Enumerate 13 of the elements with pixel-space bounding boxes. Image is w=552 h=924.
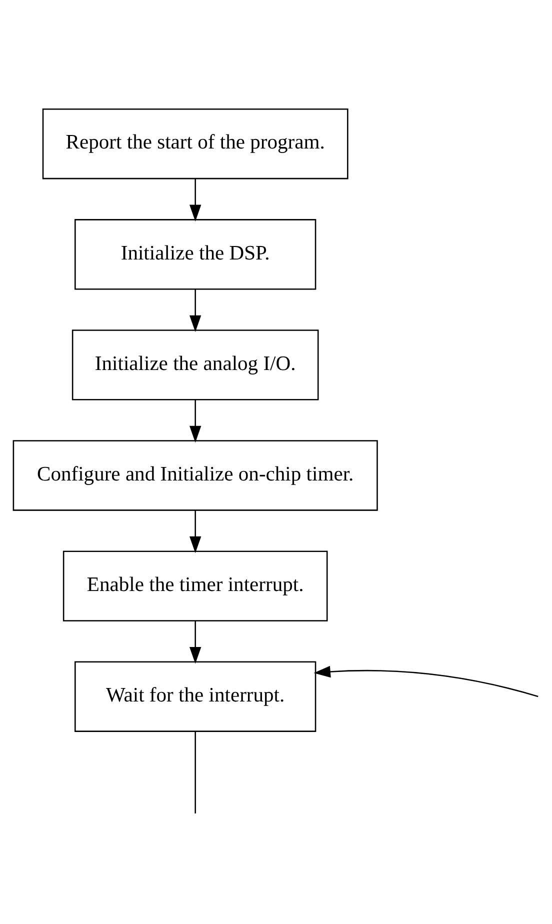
- arrow: [189, 510, 202, 554]
- connector: [194, 731, 196, 814]
- arrow: [189, 289, 202, 332]
- arrow: [189, 178, 202, 222]
- arrow: [189, 400, 202, 443]
- node-box: Configure and Initialize on-chip timer.: [12, 440, 378, 511]
- arrow: [189, 620, 202, 664]
- node-box: Initialize the analog I/O.: [72, 330, 319, 400]
- node-box: Enable the timer interrupt.: [62, 550, 328, 622]
- node-box: Initialize the DSP.: [74, 219, 316, 290]
- arrow: [314, 666, 538, 698]
- node-box: Report the start of the program.: [42, 108, 348, 180]
- node-box: Wait for the interrupt.: [74, 661, 316, 732]
